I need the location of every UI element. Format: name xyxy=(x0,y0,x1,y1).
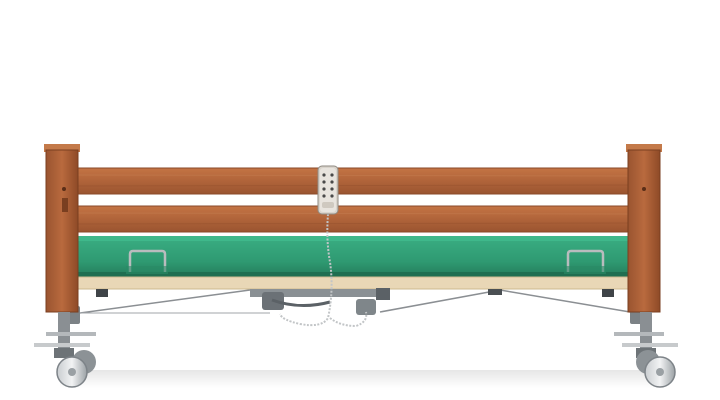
caster-wheel-icon xyxy=(636,348,676,388)
caster-wheel-icon xyxy=(54,348,96,388)
left-bed-post xyxy=(44,144,80,313)
right-bed-post xyxy=(626,144,662,313)
mattress-handle-icon xyxy=(126,249,168,274)
remote-control-icon[interactable] xyxy=(317,165,339,215)
remote-cable xyxy=(279,213,368,328)
lift-mechanism xyxy=(68,288,642,324)
right-leg xyxy=(614,312,678,352)
bed-frame-rail xyxy=(69,276,641,290)
side-rail xyxy=(65,167,641,233)
floor-shadow xyxy=(60,370,660,388)
mattress xyxy=(72,236,638,278)
left-leg xyxy=(34,312,96,352)
mattress-handle-icon xyxy=(564,249,606,274)
